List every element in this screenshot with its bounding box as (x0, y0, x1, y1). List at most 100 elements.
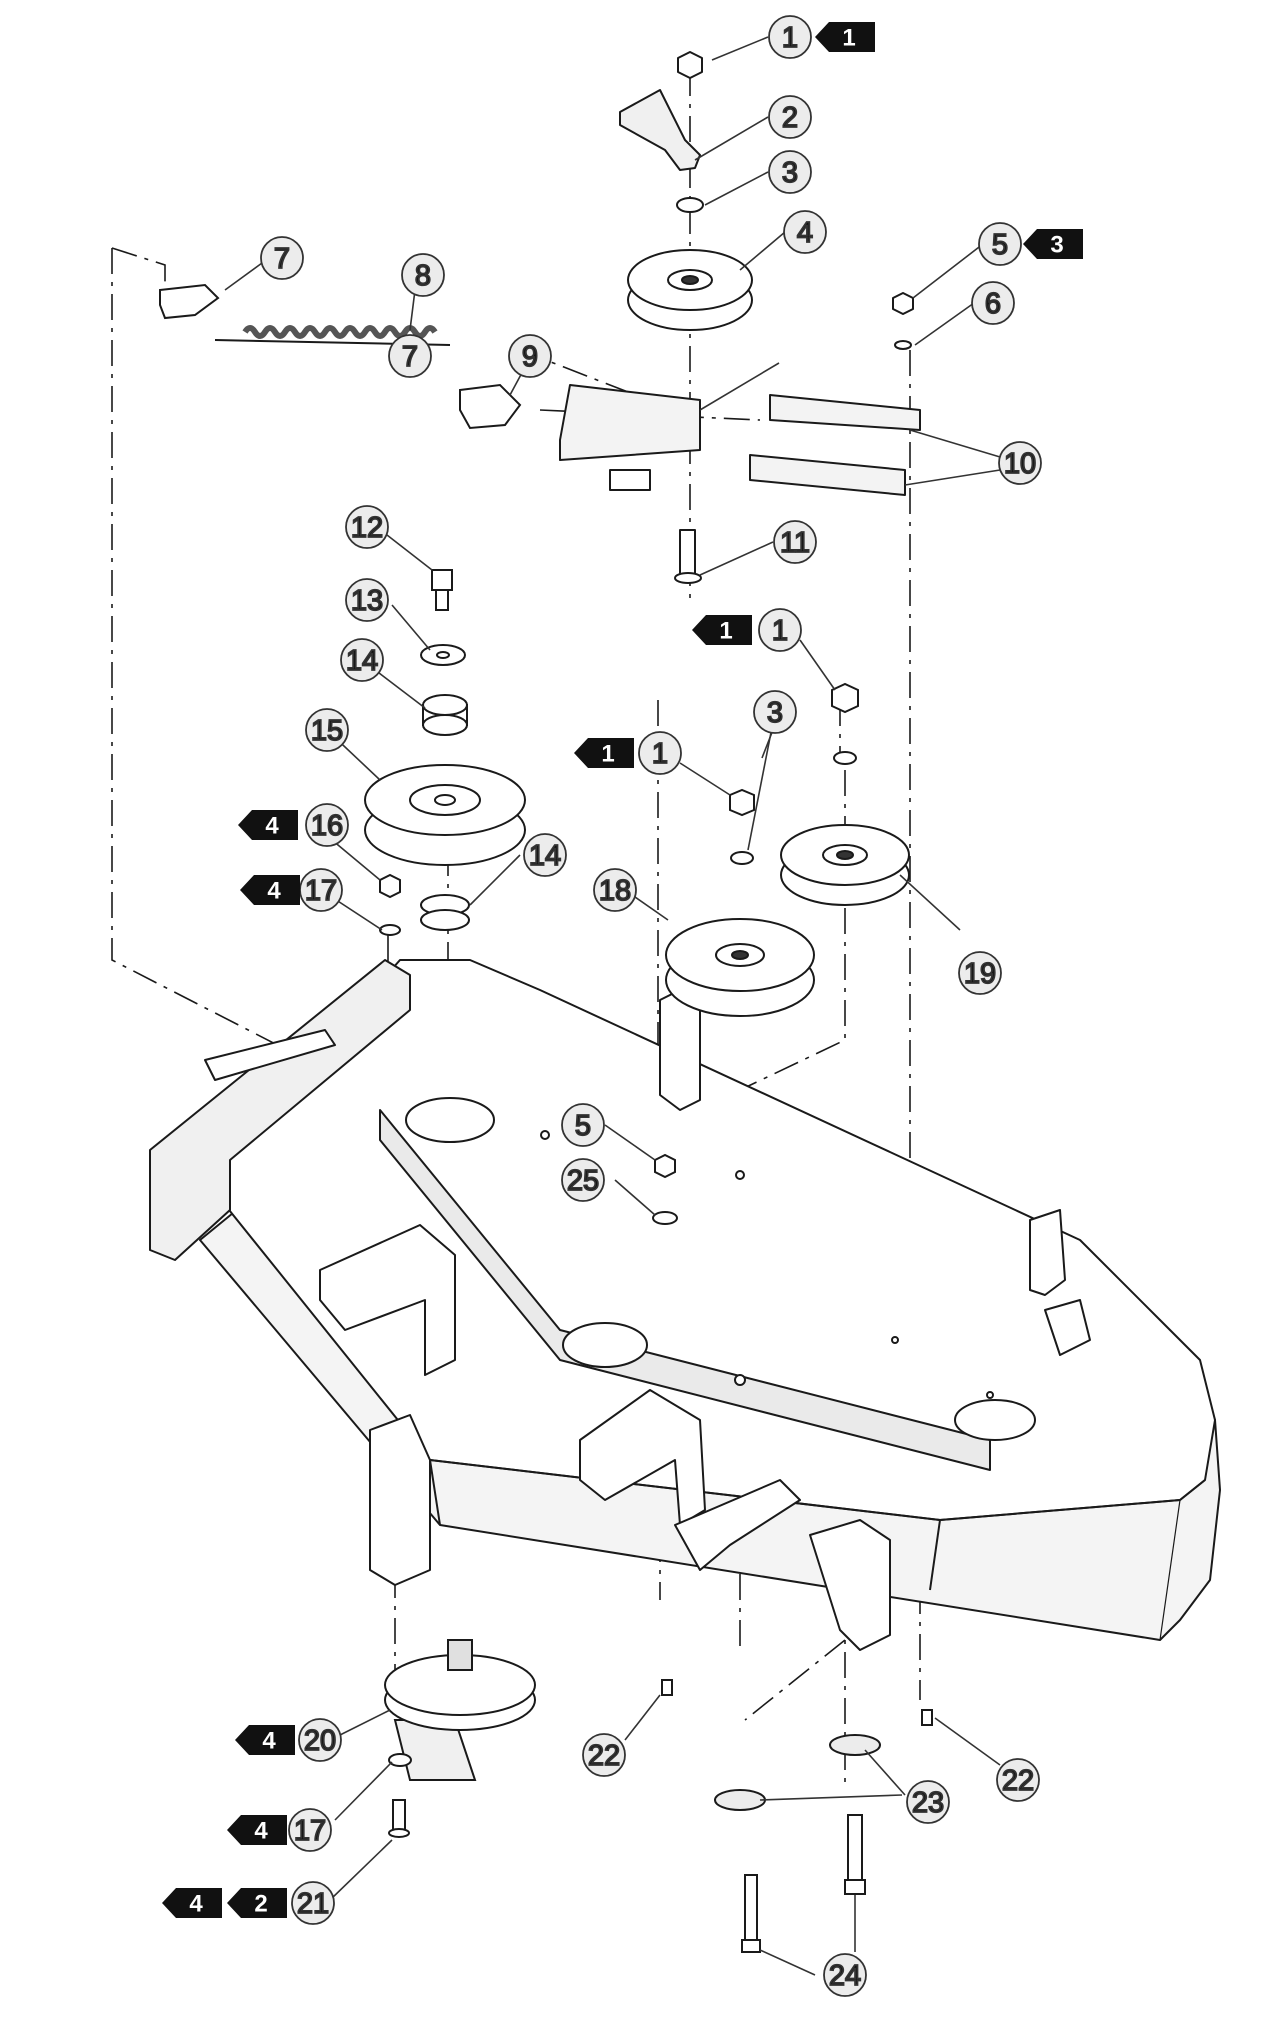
callout-22: 22 (996, 1758, 1040, 1802)
callout-12: 12 (345, 505, 389, 549)
badge-label: 2 (254, 1891, 267, 1918)
badge-4: 4 (240, 875, 300, 905)
callout-label: 25 (567, 1165, 599, 1197)
callout-circle (638, 731, 682, 775)
callout-7: 7 (388, 334, 432, 378)
callout-15: 15 (305, 708, 349, 752)
callout-label: 22 (588, 1740, 620, 1772)
callout-11: 11 (773, 520, 817, 564)
callout-label: 20 (304, 1725, 336, 1757)
callout-label: 6 (985, 288, 1001, 320)
tension-spring-assembly (159, 283, 522, 430)
callout-label: 1 (772, 615, 788, 647)
callout-circle (305, 708, 349, 752)
callout-label: 23 (912, 1787, 944, 1819)
badge-label: 4 (265, 813, 279, 840)
callout-circle (978, 222, 1022, 266)
callout-circle (593, 868, 637, 912)
callout-13: 13 (345, 578, 389, 622)
callout-circle (996, 1758, 1040, 1802)
callout-5: 5 (561, 1103, 605, 1147)
callout-circle (906, 1780, 950, 1824)
badge-1: 1 (815, 22, 875, 52)
callout-circle (783, 210, 827, 254)
badge-shape (815, 22, 875, 52)
spindle-hole-center (562, 1322, 648, 1368)
callout-4: 4 (783, 210, 827, 254)
callout-circle (773, 520, 817, 564)
callout-9: 9 (508, 334, 552, 378)
badge-shape (235, 1725, 295, 1755)
badge-shape (238, 810, 298, 840)
badge-label: 4 (254, 1818, 268, 1845)
callout-label: 21 (297, 1888, 329, 1920)
right-pulleys (652, 682, 910, 1225)
callout-24: 24 (823, 1953, 867, 1997)
callout-label: 13 (351, 585, 383, 617)
callout-3: 3 (768, 150, 812, 194)
callout-circle (305, 803, 349, 847)
callout-18: 18 (593, 868, 637, 912)
callout-circle (758, 608, 802, 652)
callout-14: 14 (340, 638, 384, 682)
spindle-hole-left (405, 1097, 495, 1143)
callout-circle (523, 833, 567, 877)
callout-label: 18 (599, 875, 631, 907)
callout-6: 6 (971, 281, 1015, 325)
callout-circle (345, 578, 389, 622)
callout-2: 2 (768, 95, 812, 139)
badge-2: 2 (227, 1888, 287, 1918)
callout-17: 17 (299, 868, 343, 912)
badge-4: 4 (235, 1725, 295, 1755)
callout-circle (998, 441, 1042, 485)
callout-5: 5 (978, 222, 1022, 266)
callout-label: 9 (522, 341, 538, 373)
callout-22: 22 (582, 1733, 626, 1777)
left-pulley-stack (364, 569, 526, 936)
callout-17: 17 (288, 1808, 332, 1852)
badge-label: 4 (189, 1891, 203, 1918)
callout-8: 8 (401, 253, 445, 297)
callout-label: 1 (652, 738, 668, 770)
callout-label: 7 (402, 341, 418, 373)
callout-label: 12 (351, 512, 383, 544)
badge-label: 4 (262, 1728, 276, 1755)
callout-label: 17 (305, 875, 337, 907)
callout-label: 8 (415, 260, 431, 292)
mower-deck (149, 959, 1221, 1651)
badge-label: 1 (719, 618, 732, 645)
callout-circle (958, 951, 1002, 995)
callout-21: 21 (291, 1881, 335, 1925)
callout-1: 1 (638, 731, 682, 775)
callout-label: 17 (294, 1815, 326, 1847)
badge-label: 1 (601, 741, 614, 768)
callout-7: 7 (260, 236, 304, 280)
callout-circle (340, 638, 384, 682)
callout-label: 5 (992, 229, 1008, 261)
callout-circle (508, 334, 552, 378)
badge-shape (692, 615, 752, 645)
badge-shape (162, 1888, 222, 1918)
callout-label: 7 (274, 243, 290, 275)
callout-10: 10 (998, 441, 1042, 485)
callout-16: 16 (305, 803, 349, 847)
callout-circle (768, 150, 812, 194)
callout-circle (561, 1158, 605, 1202)
callout-label: 14 (346, 645, 378, 677)
callout-circle (388, 334, 432, 378)
callout-circle (971, 281, 1015, 325)
callout-circle (298, 1718, 342, 1762)
callout-label: 3 (782, 157, 798, 189)
badge-4: 4 (227, 1815, 287, 1845)
callout-circle (768, 95, 812, 139)
callout-label: 11 (780, 527, 810, 559)
callout-circle (260, 236, 304, 280)
callout-label: 14 (529, 840, 561, 872)
callout-label: 19 (964, 958, 996, 990)
spindle-and-hardware (384, 1639, 933, 1953)
badge-shape (574, 738, 634, 768)
callout-circle (561, 1103, 605, 1147)
callout-label: 16 (311, 810, 343, 842)
